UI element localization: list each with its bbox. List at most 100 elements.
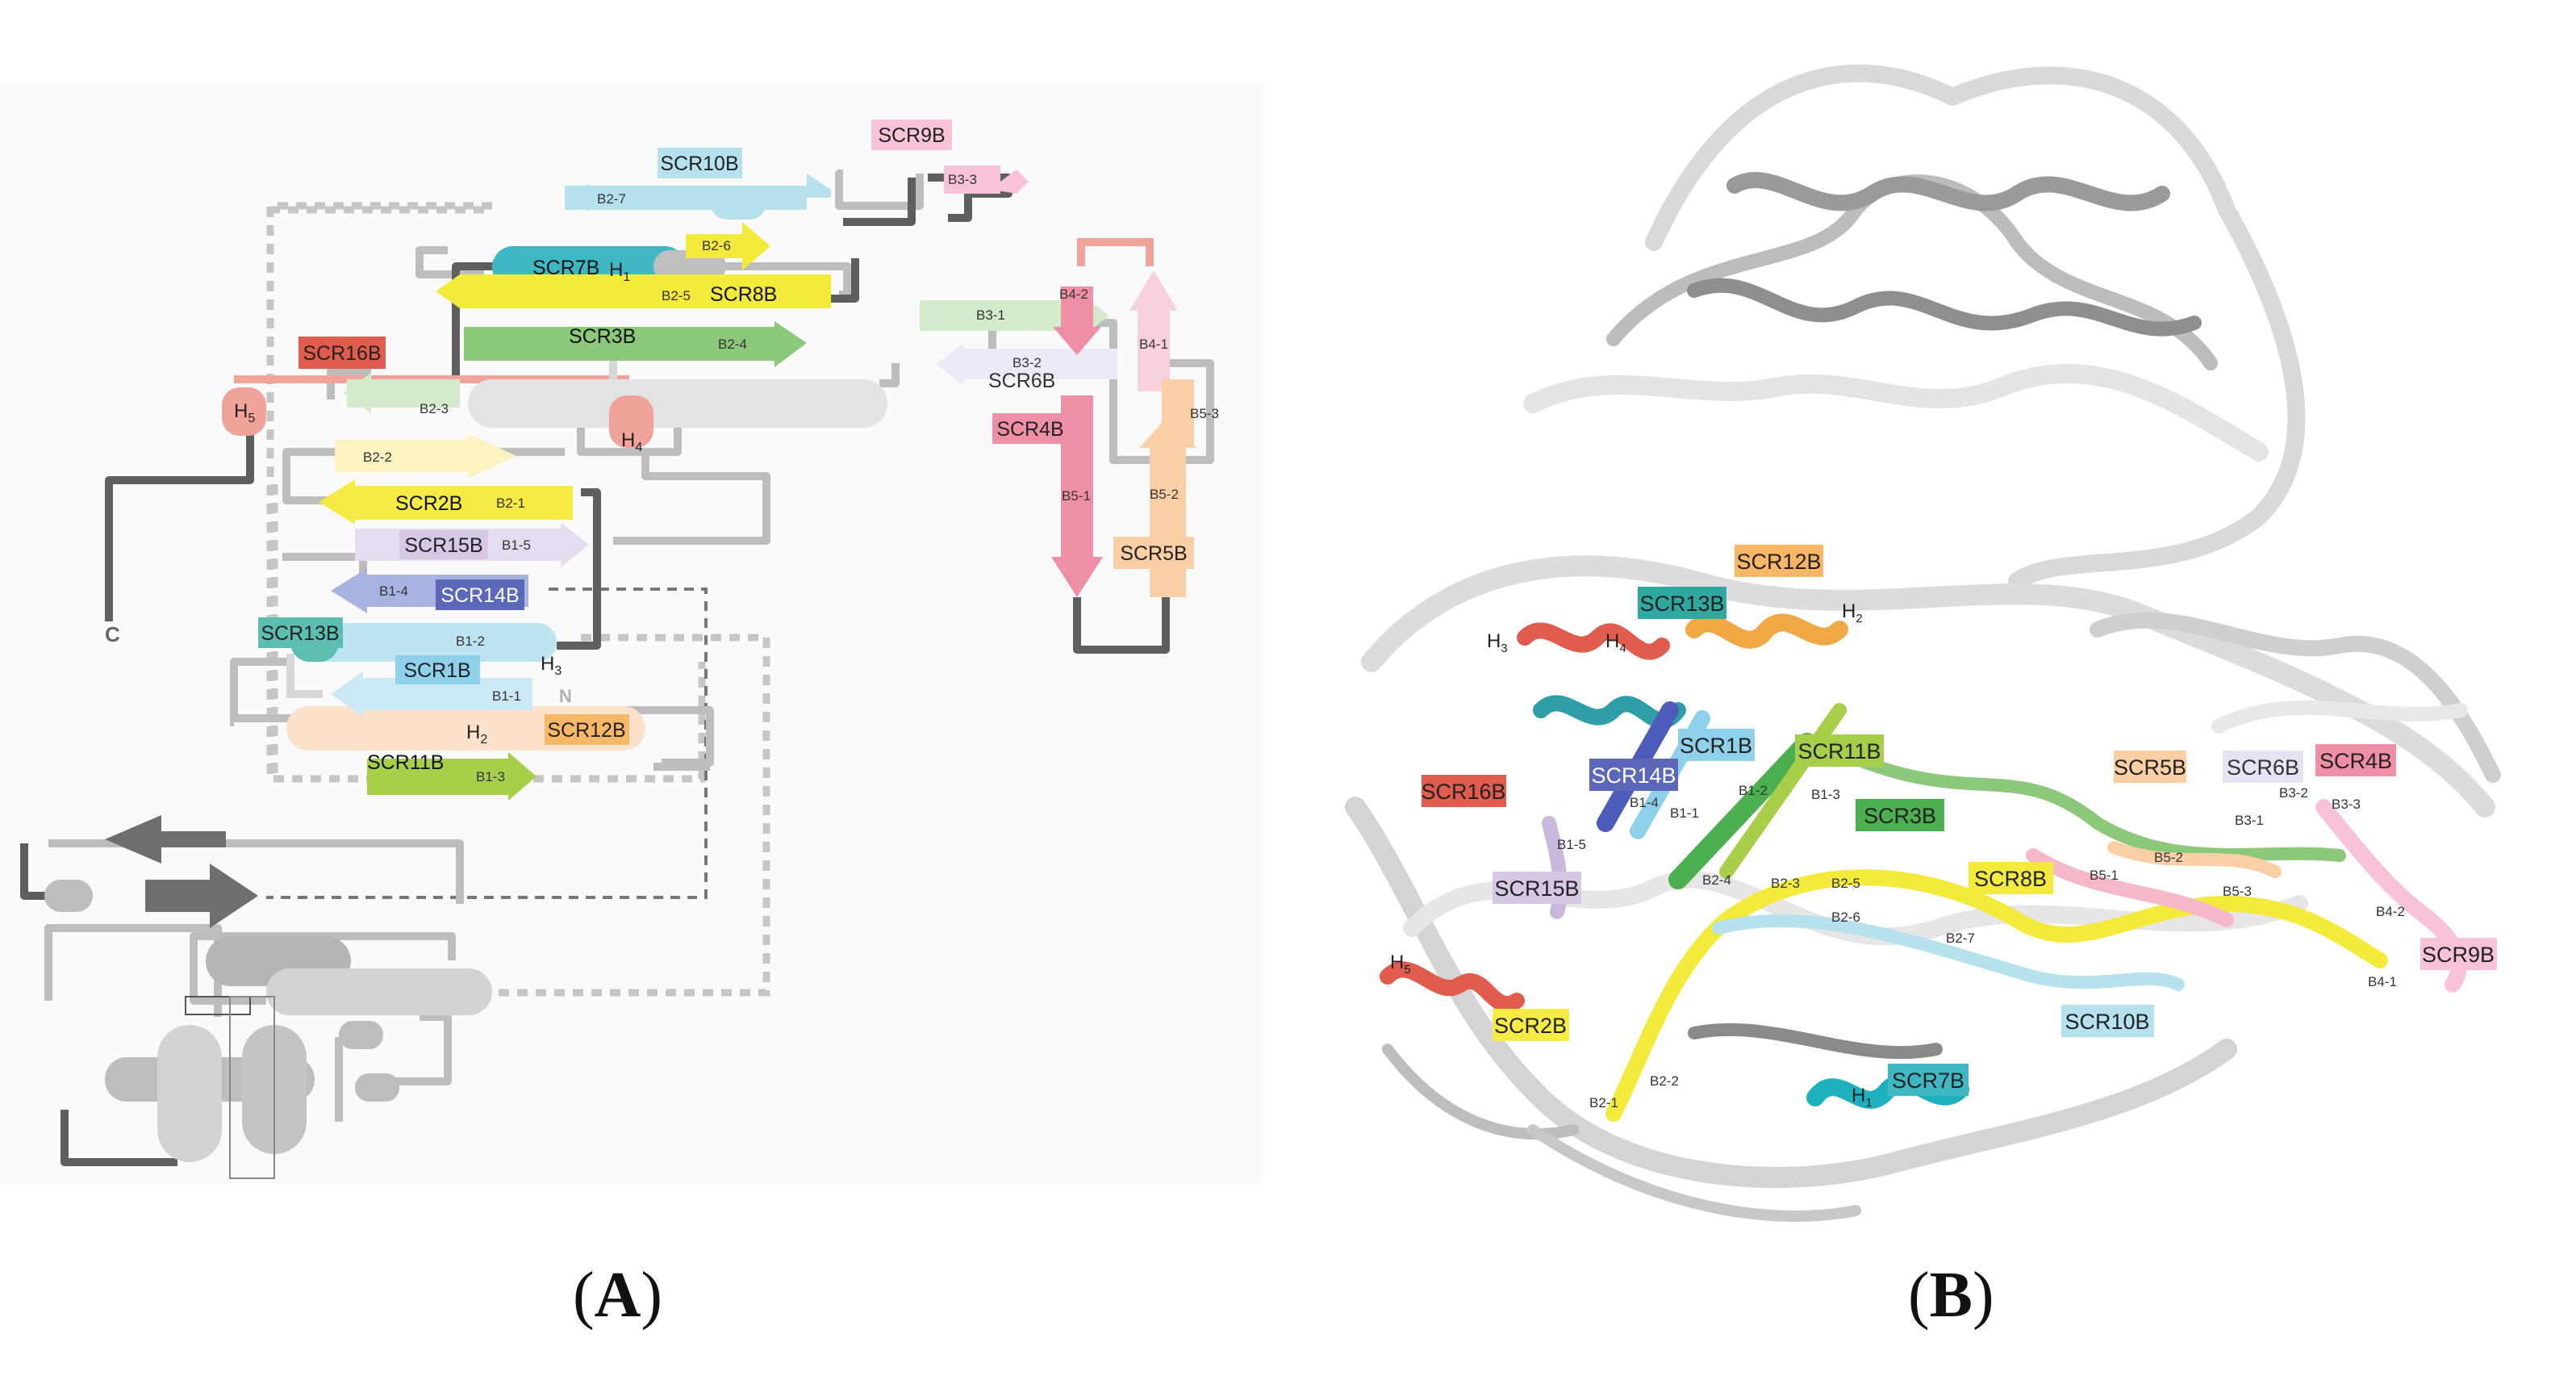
label-b-h3: H3 xyxy=(1487,630,1508,655)
helix-grey-7 xyxy=(339,1021,383,1049)
label-b-scr12b: SCR12B xyxy=(1736,550,1821,574)
ribbon-scr16b xyxy=(1517,622,1670,660)
label-b2-1: B2-1 xyxy=(496,496,525,511)
helix-frame-1 xyxy=(185,996,251,1015)
strand-b1-1-head xyxy=(331,671,363,717)
helix-h5 xyxy=(222,387,266,436)
label-b-h1: H1 xyxy=(1852,1085,1873,1110)
label-b-b1-2: B1-2 xyxy=(1739,783,1768,798)
label-box-b-scr3b xyxy=(1856,799,1944,831)
label-box-b-scr2b xyxy=(1493,1009,1569,1041)
label-b-b1-3: B1-3 xyxy=(1811,787,1840,802)
strand-b2-3-head xyxy=(343,373,371,413)
strand-labels-a: B2-7 B3-3 B2-6 B2-5 B2-4 B3-1 B3-2 B4-2 … xyxy=(363,172,1219,784)
label-b-scr7b: SCR7B xyxy=(1892,1069,1964,1093)
label-b-scr3b: SCR3B xyxy=(1864,804,1936,828)
colored-ribbons xyxy=(1380,613,2467,1122)
label-box-b-scr10b xyxy=(2061,1005,2154,1037)
label-b-b2-7: B2-7 xyxy=(1946,931,1975,946)
label-box-b-scr6b xyxy=(2223,751,2303,783)
ribbon-scr12b xyxy=(1685,613,1848,649)
strand-b4-1-head xyxy=(1129,270,1178,311)
helix-frame-2 xyxy=(229,996,275,1179)
n-terminus-label: N xyxy=(559,686,572,706)
helix-h3 xyxy=(290,623,557,662)
label-b-scr9b: SCR9B xyxy=(2422,943,2495,967)
label-b-h2: H2 xyxy=(1842,600,1863,625)
c-terminus-label: C xyxy=(105,622,120,646)
label-scr6b: SCR6B xyxy=(988,370,1055,392)
label-box-scr4b xyxy=(992,413,1069,444)
ribbon-scr5b xyxy=(2107,841,2282,878)
label-b-h4: H4 xyxy=(1605,630,1626,655)
label-b2-5: B2-5 xyxy=(662,288,691,303)
ribbon-scr4b xyxy=(2026,848,2234,927)
label-b4-2: B4-2 xyxy=(1059,286,1088,302)
strand-b3-2-body xyxy=(964,349,1117,379)
strand-b2-7 xyxy=(565,174,831,210)
helix-labels-a: H1 H5 H4 H3 H2 xyxy=(234,259,642,747)
label-b-b2-5: B2-5 xyxy=(1831,876,1860,891)
label-b-scr5b: SCR5B xyxy=(2114,755,2186,780)
label-b-scr6b: SCR6B xyxy=(2227,755,2299,780)
label-b-b1-4: B1-4 xyxy=(1630,795,1659,810)
label-scr11b: SCR11B xyxy=(367,751,444,774)
strand-b1-3-body xyxy=(367,759,508,795)
label-h1-a: H1 xyxy=(609,259,630,284)
label-b-b2-1: B2-1 xyxy=(1589,1095,1618,1110)
label-scr14b: SCR14B xyxy=(440,584,519,607)
label-b-b3-3: B3-3 xyxy=(2332,797,2361,812)
strand-b5-2-body xyxy=(1150,448,1186,597)
label-b-b3-1: B3-1 xyxy=(2235,813,2264,828)
label-b5-3: B5-3 xyxy=(1190,406,1219,421)
label-box-b-scr15b xyxy=(1493,872,1581,904)
strand-b3-1-body xyxy=(920,300,1081,331)
label-scr13b: SCR13B xyxy=(261,622,339,645)
dashed-connectors xyxy=(266,202,770,997)
strand-b1-4-head xyxy=(331,568,367,613)
label-box-scr9b xyxy=(871,119,952,150)
label-h5-a: H5 xyxy=(234,400,255,425)
label-b-scr10b: SCR10B xyxy=(2065,1010,2149,1034)
label-b-scr15b: SCR15B xyxy=(1494,876,1579,901)
label-scr8b: SCR8B xyxy=(710,283,777,306)
label-box-scr13b xyxy=(258,617,343,648)
label-scr12b: SCR12B xyxy=(547,719,625,742)
label-b2-2: B2-2 xyxy=(363,450,392,465)
ribbon-scr3b xyxy=(1668,733,1817,889)
label-b-scr8b: SCR8B xyxy=(1974,867,2047,891)
label-scr1b: SCR1B xyxy=(403,659,470,682)
label-scr5b: SCR5B xyxy=(1120,542,1187,565)
label-scr7b: SCR7B xyxy=(532,257,599,279)
strand-b2-4-head xyxy=(774,321,807,367)
label-box-scr1b xyxy=(395,655,480,684)
label-b3-1: B3-1 xyxy=(976,307,1005,323)
label-box-b-scr13b xyxy=(1638,587,1726,619)
label-box-b-scr4b xyxy=(2315,744,2396,776)
label-box-scr16b xyxy=(299,337,386,369)
strand-b4-2-body xyxy=(1061,286,1093,327)
caption-a: (A) xyxy=(573,1260,663,1331)
label-b-b1-1: B1-1 xyxy=(1670,805,1699,821)
label-b-b2-3: B2-3 xyxy=(1771,876,1800,891)
label-b4-1: B4-1 xyxy=(1139,337,1168,352)
label-b1-5: B1-5 xyxy=(502,537,531,553)
panel-b-structure-render: SCR12B SCR13B SCR1B SCR11B SCR14B SCR16B… xyxy=(1345,64,2501,1222)
strand-b2-5-body xyxy=(460,274,831,308)
label-b1-3: B1-3 xyxy=(476,769,505,784)
strand-b1-5-head xyxy=(561,522,589,567)
strands-a xyxy=(105,165,1196,928)
strand-b2-2-head xyxy=(468,433,516,479)
strand-b5-3 xyxy=(1162,379,1194,444)
label-b-h5: H5 xyxy=(1390,951,1411,977)
label-b-b3-2: B3-2 xyxy=(2279,785,2308,801)
label-b-scr16b: SCR16B xyxy=(1421,780,1505,804)
label-b-b1-5: B1-5 xyxy=(1557,837,1586,852)
strand-labels-b: B1-4 B1-1 B1-2 B1-3 B1-5 B2-4 B2-3 B2-5 … xyxy=(1557,783,2405,1110)
strand-b2-2-body xyxy=(335,440,468,472)
label-b1-2: B1-2 xyxy=(456,634,485,649)
label-b1-1: B1-1 xyxy=(492,688,521,704)
helix-grey-3 xyxy=(266,968,492,1015)
strand-b4-1-body xyxy=(1138,311,1170,391)
